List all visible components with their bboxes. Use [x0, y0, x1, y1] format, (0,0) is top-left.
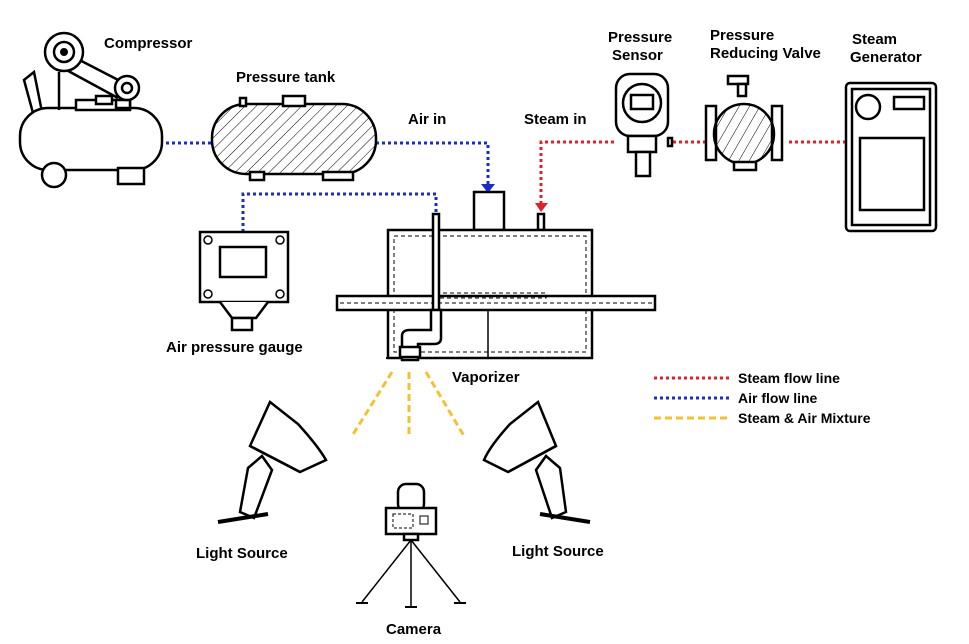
legend-item-air: Air flow line: [654, 390, 818, 406]
light-source-icon: [482, 399, 591, 524]
legend-label-air: Air flow line: [738, 390, 818, 406]
vaporizer-icon: [335, 190, 657, 362]
camera-icon: [356, 482, 466, 608]
label-prv-1: Pressure: [710, 27, 774, 44]
mixture-line-left: [350, 371, 394, 437]
label-air-pressure-gauge: Air pressure gauge: [166, 339, 303, 356]
steam-arrow-head: [535, 203, 548, 212]
legend: Steam flow line Air flow line Steam & Ai…: [654, 370, 871, 426]
legend-item-mixture: Steam & Air Mixture: [654, 410, 871, 426]
label-pressure-sensor-1: Pressure: [608, 29, 672, 46]
light-source-icon: [217, 400, 328, 524]
label-steam-generator-1: Steam: [852, 31, 897, 48]
legend-label-steam: Steam flow line: [738, 370, 840, 386]
pressure-sensor-icon: [614, 72, 674, 178]
compressor-icon: [18, 31, 164, 189]
legend-label-mixture: Steam & Air Mixture: [738, 410, 871, 426]
label-prv-2: Reducing Valve: [710, 45, 821, 62]
steam-line-sensor-vaporizer: [539, 140, 614, 203]
air-pressure-gauge-icon: [198, 230, 290, 332]
air-arrow-head: [481, 184, 495, 193]
mixture-line-right: [424, 371, 466, 437]
label-pressure-sensor-2: Sensor: [612, 47, 663, 64]
label-steam-generator-2: Generator: [850, 49, 922, 66]
label-vaporizer: Vaporizer: [452, 369, 520, 386]
label-camera: Camera: [386, 621, 442, 638]
pressure-tank-icon: [210, 94, 378, 182]
label-steam-in: Steam in: [524, 111, 587, 128]
legend-item-steam: Steam flow line: [654, 370, 840, 386]
steam-generator-icon: [844, 81, 938, 233]
pressure-reducing-valve-icon: [704, 74, 784, 172]
label-light-source-left: Light Source: [196, 545, 288, 562]
air-line-gauge: [241, 192, 438, 232]
label-pressure-tank: Pressure tank: [236, 69, 336, 86]
label-light-source-right: Light Source: [512, 543, 604, 560]
air-line-tank-vaporizer: [376, 141, 490, 184]
label-air-in: Air in: [408, 111, 446, 128]
label-compressor: Compressor: [104, 35, 193, 52]
